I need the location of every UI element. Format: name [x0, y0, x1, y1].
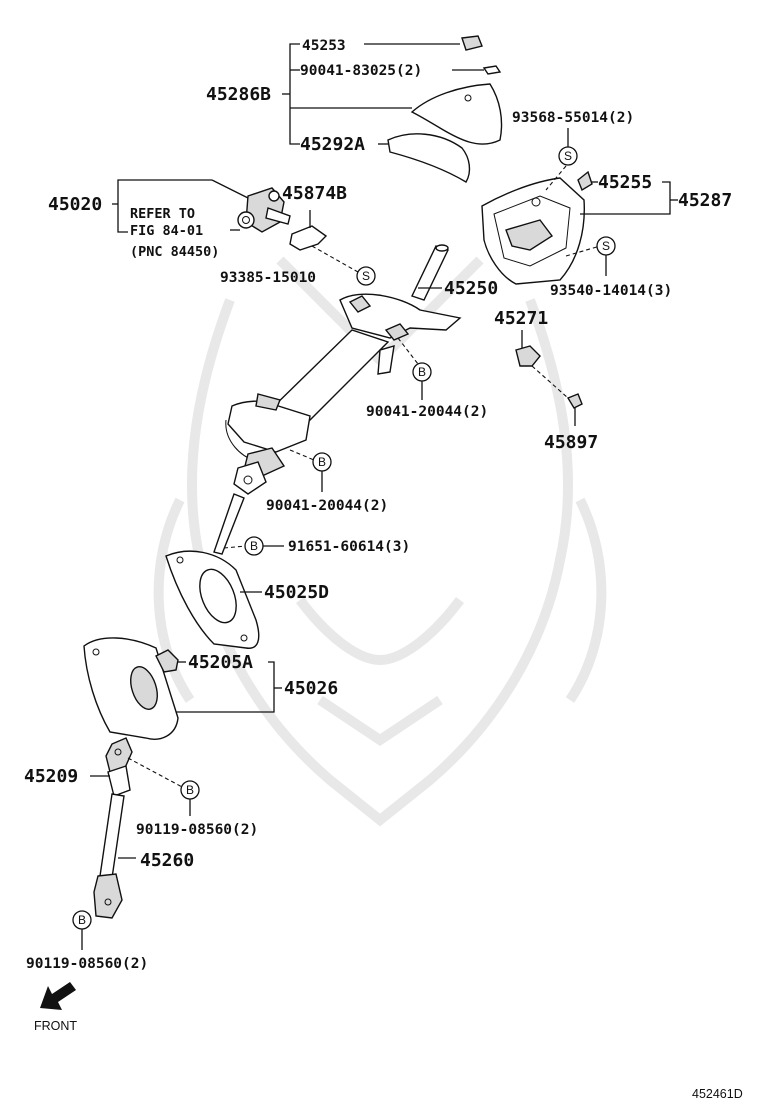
- dash-90041-upper: [397, 337, 419, 365]
- intermediate-shaft-45260: [93, 793, 125, 919]
- label-45209: 45209: [24, 766, 78, 787]
- clip-part-45255: [577, 170, 593, 192]
- bolt-symbol-text: B: [418, 365, 426, 379]
- screw-symbol-text: S: [362, 269, 370, 283]
- column-hole-cover-45026: [83, 637, 179, 740]
- screw-symbol-text-3: S: [602, 239, 610, 253]
- label-90119-08560-lower: 90119-08560(2): [26, 956, 148, 972]
- dash-91651: [223, 545, 247, 549]
- bracket-part-45874B: [289, 225, 328, 251]
- label-45020: 45020: [48, 194, 102, 215]
- bolt-symbol-text-3: B: [250, 539, 258, 553]
- label-45897: 45897: [544, 432, 598, 453]
- label-45026: 45026: [284, 678, 338, 699]
- label-90041-83025: 90041-83025(2): [300, 63, 422, 79]
- refer-note-line2: FIG 84-01: [130, 223, 203, 239]
- clip-part: [482, 65, 502, 75]
- refer-note-line1: REFER TO: [130, 206, 195, 222]
- label-45286B: 45286B: [206, 84, 271, 105]
- bolt-symbol-text-4: B: [186, 783, 194, 797]
- label-90041-20044-upper: 90041-20044(2): [366, 404, 488, 420]
- figure-code: 452461D: [692, 1087, 743, 1101]
- leader-45020-diag: [211, 179, 253, 201]
- label-91651-60614: 91651-60614(3): [288, 539, 410, 555]
- switch-assembly-45020: [237, 187, 291, 233]
- label-90041-20044-lower: 90041-20044(2): [266, 498, 388, 514]
- label-45260: 45260: [140, 850, 194, 871]
- dash-93568: [545, 165, 567, 191]
- dash-93385: [311, 245, 359, 273]
- label-45025D: 45025D: [264, 582, 329, 603]
- bracket-45020: [117, 179, 128, 233]
- label-93385-15010: 93385-15010: [220, 270, 316, 286]
- label-90119-08560-upper: 90119-08560(2): [136, 822, 258, 838]
- dash-93540: [565, 245, 601, 257]
- label-45250: 45250: [444, 278, 498, 299]
- label-93540-14014: 93540-14014(3): [550, 283, 672, 299]
- bracket-part-45271: [515, 345, 541, 367]
- watermark-emblem: [153, 256, 607, 827]
- label-45205A: 45205A: [188, 652, 253, 673]
- knob-part: [461, 35, 483, 51]
- label-93568-55014: 93568-55014(2): [512, 110, 634, 126]
- front-direction-label: FRONT: [34, 1019, 77, 1033]
- screw-symbol-text-2: S: [564, 149, 572, 163]
- screw-symbol-93385: [356, 266, 376, 286]
- lower-column-cover-45287: [481, 177, 585, 285]
- cover-hole: [464, 94, 472, 102]
- label-45874B: 45874B: [282, 183, 347, 204]
- bracket-45287: [580, 181, 671, 215]
- bracket-45026: [176, 661, 275, 713]
- bolt-symbol-text-5: B: [78, 913, 86, 927]
- upper-column-cover: [410, 83, 503, 145]
- lower-column-cover-45292A: [387, 133, 471, 183]
- label-45271: 45271: [494, 308, 548, 329]
- bracket-45286B: [289, 43, 300, 145]
- refer-note-line3: (PNC 84450): [130, 244, 219, 260]
- dash-90041-lower: [289, 449, 315, 461]
- label-45287: 45287: [678, 190, 732, 211]
- front-arrow-icon: [40, 982, 76, 1010]
- label-45253: 45253: [302, 38, 346, 54]
- label-45255: 45255: [598, 172, 652, 193]
- universal-joint-45209: [105, 737, 133, 797]
- hole-cover-seal-45025D: [165, 550, 260, 649]
- label-45292A: 45292A: [300, 134, 365, 155]
- bolt-symbol-text-2: B: [318, 455, 326, 469]
- steering-column-45250: [213, 244, 462, 555]
- dash-90119-upper: [127, 757, 185, 789]
- screw-part-45897: [566, 393, 583, 409]
- bushing-45205A: [155, 649, 179, 673]
- dash-45897: [531, 365, 569, 399]
